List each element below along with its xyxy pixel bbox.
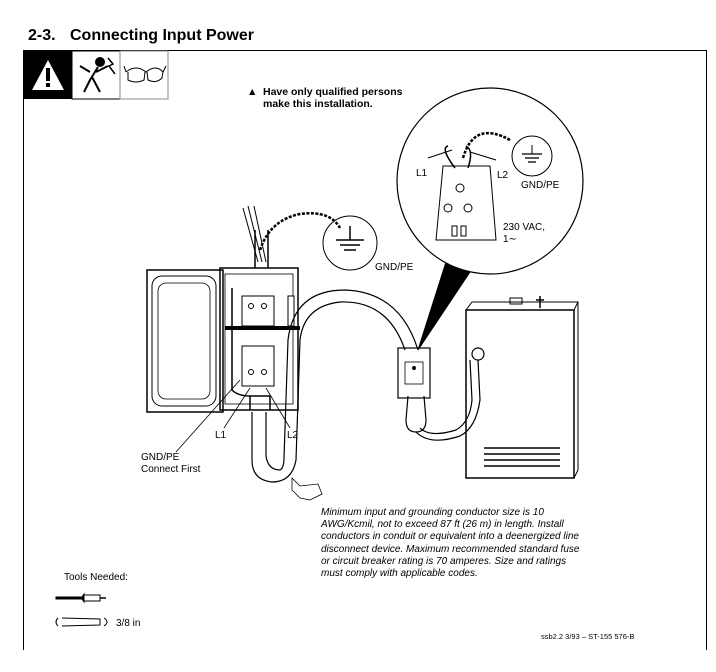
receptacle-box [397,347,431,433]
inset-l1-label: L1 [416,168,428,179]
safety-glasses-icon [119,50,169,100]
section-number: 2-3. [28,27,56,44]
leader-lines [175,379,291,453]
inset-gnd-label: GND/PE [521,180,560,191]
gnd-connect-first-label: GND/PE Connect First [141,452,201,475]
warning-triangle-icon: ▲ [247,86,258,98]
warning-icon [24,51,72,99]
pointing-hand-icon [291,477,323,501]
power-cord [415,359,481,441]
wrench-icon [55,617,108,627]
l1-label: L1 [215,430,227,441]
disconnect-box [146,267,300,413]
inset-l2-label: L2 [497,170,509,181]
screwdriver-icon [55,592,106,604]
qualified-persons-warning: ▲Have only qualified persons make this i… [247,86,403,110]
wrench-size-label: 3/8 in [116,618,141,629]
welder-unit [465,296,579,479]
tools-needed-title: Tools Needed: [64,572,128,583]
document-reference: ssb2.2 3/93 – ST-155 576-B [541,632,635,641]
section-title: 2-3. Connecting Input Power [28,27,254,45]
electric-shock-icon [71,50,121,100]
ground-symbol [322,215,378,271]
gnd-label: GND/PE [375,262,414,273]
conductor-note: Minimum input and grounding conductor si… [321,507,580,580]
flexible-conduit [251,289,419,483]
supply-conduit [242,205,342,268]
content-frame [23,50,707,650]
inset-callout [396,87,584,351]
inset-voltage-label: 230 VAC, 1∼ [503,222,546,245]
section-title-text: Connecting Input Power [70,27,254,44]
l2-label: L2 [287,430,299,441]
